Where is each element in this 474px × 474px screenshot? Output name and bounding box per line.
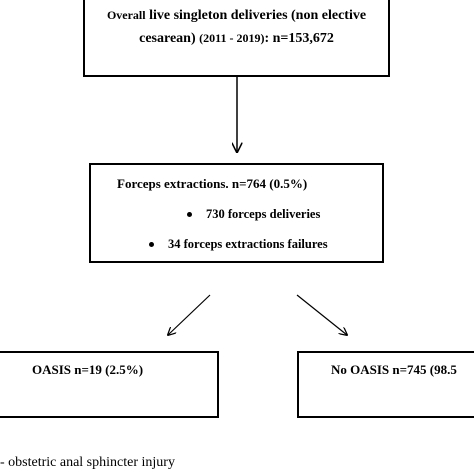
no-oasis-label: No OASIS n=745 (98.5: [331, 362, 457, 377]
forceps-extractions-title: Forceps extractions. n=764 (0.5%): [117, 176, 308, 191]
bullet-dot-icon: [187, 211, 192, 217]
overall-deliveries-line-2: cesarean) (2011 - 2019): n=153,672: [139, 31, 334, 46]
oasis-box: OASIS n=19 (2.5%): [0, 351, 219, 418]
no-oasis-box: No OASIS n=745 (98.5: [297, 351, 474, 418]
arrow-forceps-to-no-oasis: [296, 294, 347, 335]
bullet-dot-icon: [149, 241, 154, 247]
arrow-forceps-to-oasis: [168, 294, 211, 335]
forceps-extractions-box: Forceps extractions. n=764 (0.5%) 730 fo…: [89, 163, 384, 263]
overall-deliveries-line-1: Overall live singleton deliveries (non e…: [106, 8, 367, 23]
forceps-bullet-item: 730 forceps deliveries: [187, 207, 320, 222]
footnote: - obstetric anal sphincter injury: [0, 455, 175, 470]
oasis-label: OASIS n=19 (2.5%): [32, 362, 144, 377]
overall-deliveries-box: Overall live singleton deliveries (non e…: [83, 0, 390, 77]
forceps-bullet-item: 34 forceps extractions failures: [149, 237, 328, 252]
